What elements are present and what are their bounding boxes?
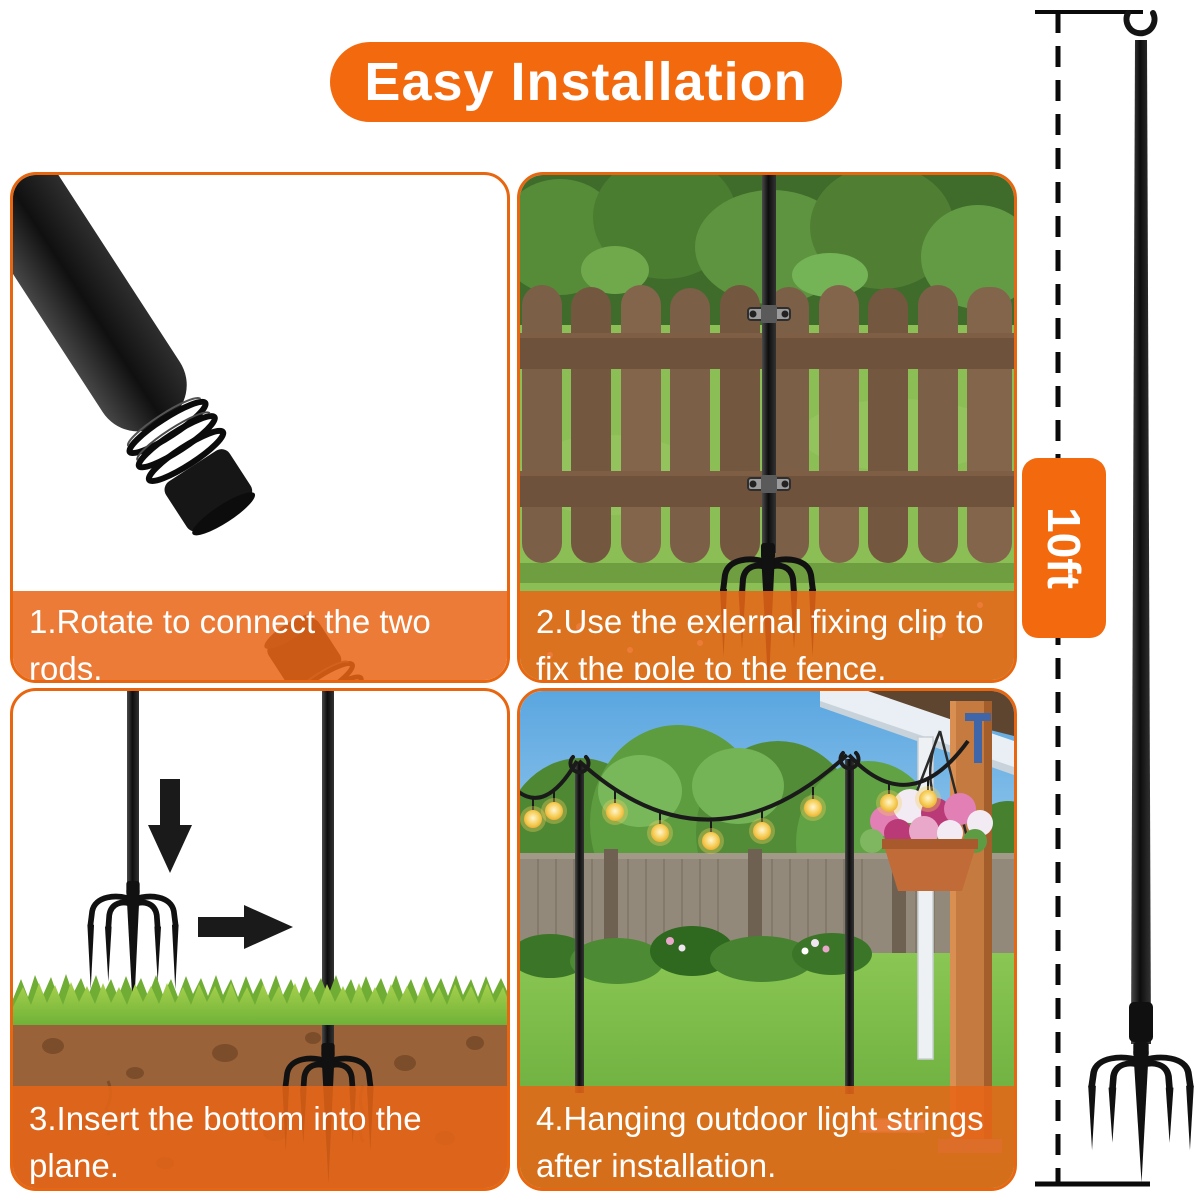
height-badge: 10ft [1022, 458, 1106, 638]
upper-rod [13, 175, 256, 536]
bottom-fork [1088, 1042, 1194, 1183]
title-banner: Easy Installation [330, 42, 842, 122]
hook-icon [1123, 10, 1158, 37]
fixing-clip-bottom [747, 475, 791, 493]
pole-joint-sleeve [1129, 1002, 1153, 1042]
step-4-caption: 4.Hanging outdoor light strings after in… [520, 1086, 1014, 1188]
fixing-clip-top [747, 305, 791, 323]
light-pole [762, 175, 776, 553]
garden-bushes [520, 926, 872, 984]
arrow-down-icon [148, 779, 192, 873]
full-pole [1131, 40, 1151, 1044]
arrow-right-icon [198, 905, 293, 949]
pole-above-ground [127, 691, 139, 887]
pole-inserted [322, 691, 334, 1047]
hanging-flower-basket [860, 730, 993, 891]
step-1-panel: 1.Rotate to connect the two rods. [10, 172, 510, 683]
light-bulbs [520, 786, 941, 854]
step-3-panel: 3.Insert the bottom into the plane. [10, 688, 510, 1191]
hook-icon [838, 751, 861, 771]
step-2-panel: 2.Use the exlernal fixing clip to fix th… [517, 172, 1017, 683]
step-3-caption: 3.Insert the bottom into the plane. [13, 1086, 507, 1188]
step-2-caption: 2.Use the exlernal fixing clip to fix th… [520, 591, 1014, 680]
picket-fence [520, 285, 1014, 583]
string-light-pole-right [845, 759, 854, 1094]
title-text: Easy Installation [364, 52, 808, 112]
step-1-caption: 1.Rotate to connect the two rods. [13, 591, 507, 680]
hook-icon [568, 755, 591, 775]
pergola [820, 691, 1014, 1153]
string-light-pole-left [575, 763, 584, 1093]
cartoon-grass [13, 974, 507, 1025]
string-lights [520, 739, 970, 854]
step-4-panel: 4.Hanging outdoor light strings after in… [517, 688, 1017, 1191]
